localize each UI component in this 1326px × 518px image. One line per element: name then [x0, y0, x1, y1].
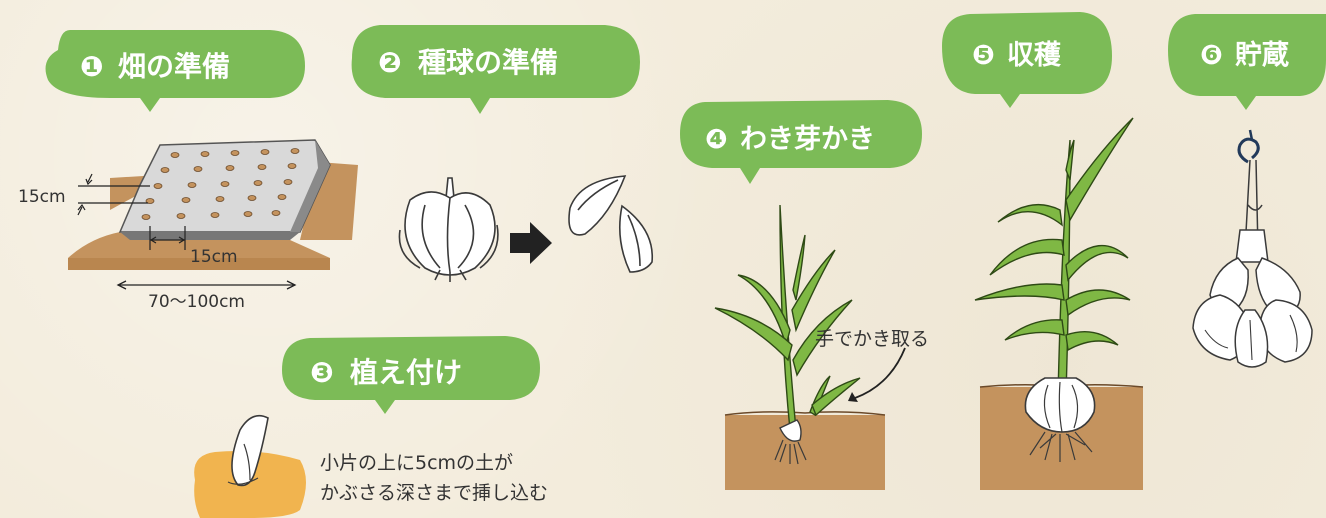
hook-icon	[1237, 129, 1260, 164]
arrow-right-icon	[510, 222, 552, 264]
step-3-bubble: ❸ 植え付け	[282, 336, 540, 414]
step-4-number: ❹	[705, 124, 728, 155]
planting-illustration: 小片の上に5cmの土が かぶさる深さまで挿し込む	[194, 414, 548, 518]
step-5-bubble: ❺ 収穫	[942, 12, 1112, 108]
plant-spacing-label: 15cm	[190, 247, 238, 267]
field-bed-illustration: 15cm 15cm 70〜100cm	[18, 139, 358, 312]
step-2-bubble: ❷ 種球の準備	[351, 25, 640, 114]
planting-note-line-1: 小片の上に5cmの土が	[320, 452, 513, 474]
step-2-number: ❷	[378, 46, 402, 79]
step-6-title: 貯蔵	[1235, 40, 1289, 71]
step-6-number: ❻	[1200, 40, 1223, 71]
sidebud-note: 手でかき取る	[815, 328, 929, 350]
step-2-title: 種球の準備	[418, 46, 558, 79]
garlic-cloves-illustration	[568, 175, 654, 273]
step-4-bubble: ❹ わき芽かき	[680, 100, 922, 184]
step-1-title: 畑の準備	[118, 50, 230, 83]
row-spacing-label: 15cm	[18, 187, 66, 207]
step-4-title: わき芽かき	[740, 124, 875, 155]
step-1-number: ❶	[80, 50, 104, 83]
harvest-illustration	[974, 117, 1144, 490]
step-3-title: 植え付け	[350, 356, 462, 389]
planting-note-line-2: かぶさる深さまで挿し込む	[320, 482, 548, 504]
storage-illustration	[1192, 129, 1313, 368]
garlic-bulb-illustration	[398, 177, 499, 282]
step-1-bubble: ❶ 畑の準備	[45, 30, 306, 112]
step-5-number: ❺	[972, 40, 995, 71]
step-3-number: ❸	[310, 356, 334, 389]
step-5-title: 収穫	[1007, 40, 1061, 71]
step-6-bubble: ❻ 貯蔵	[1168, 14, 1326, 110]
bed-width-label: 70〜100cm	[148, 292, 245, 312]
sidebud-illustration: 手でかき取る	[714, 204, 929, 490]
